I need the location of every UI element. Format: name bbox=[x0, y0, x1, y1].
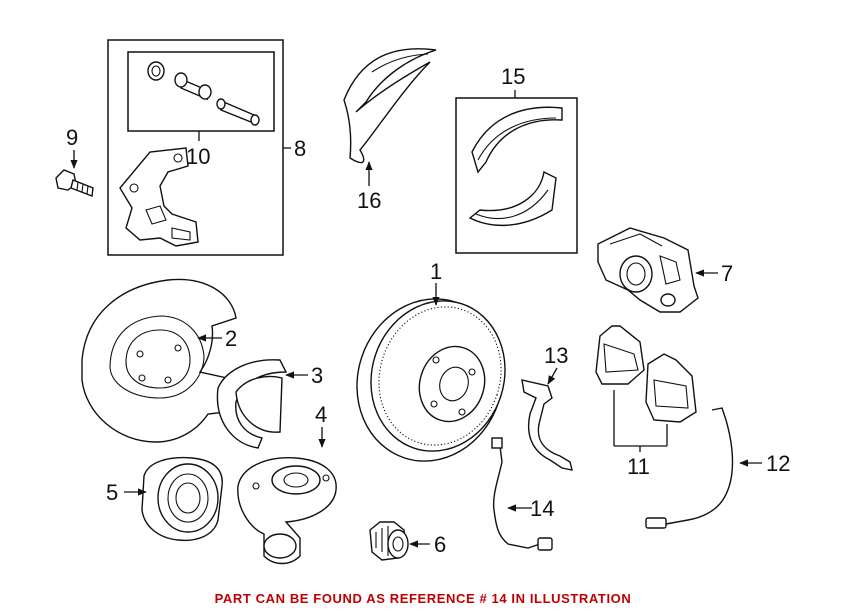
callout-13: 13 bbox=[544, 343, 568, 368]
callout-labels: 1 2 3 4 5 6 7 8 9 10 11 12 13 14 15 16 bbox=[66, 64, 790, 557]
callout-6: 6 bbox=[434, 532, 446, 557]
callout-8: 8 bbox=[294, 136, 306, 161]
callout-5: 5 bbox=[106, 480, 118, 505]
backing-plate bbox=[216, 359, 308, 449]
callout-4: 4 bbox=[315, 402, 327, 427]
brake-caliper bbox=[597, 227, 718, 313]
pad-wear-sensor bbox=[645, 407, 762, 529]
brake-rotor bbox=[356, 283, 506, 462]
callout-12: 12 bbox=[766, 451, 790, 476]
callout-1: 1 bbox=[430, 259, 442, 284]
brake-hose bbox=[521, 367, 573, 471]
caliper-carrier-bracket bbox=[119, 147, 199, 247]
callout-3: 3 bbox=[311, 363, 323, 388]
callout-9: 9 bbox=[66, 125, 78, 150]
callout-16: 16 bbox=[357, 188, 381, 213]
carrier-bolt bbox=[55, 150, 94, 197]
brake-dust-shield bbox=[81, 278, 237, 443]
parking-brake-lining-plate bbox=[343, 48, 437, 186]
guide-pin-bushing-parts bbox=[147, 61, 260, 126]
abs-speed-sensor bbox=[491, 437, 553, 551]
callout-14: 14 bbox=[530, 496, 554, 521]
callout-2: 2 bbox=[225, 326, 237, 351]
callout-10: 10 bbox=[186, 144, 210, 169]
wheel-hub bbox=[237, 427, 337, 565]
brake-pads bbox=[595, 325, 697, 452]
axle-nut bbox=[369, 521, 430, 561]
wheel-bearing bbox=[124, 456, 223, 542]
parking-brake-shoes-group bbox=[455, 90, 578, 254]
group-box-10 bbox=[127, 51, 275, 132]
caliper-carrier-kit-group bbox=[107, 39, 291, 256]
callout-15: 15 bbox=[501, 64, 525, 89]
callout-7: 7 bbox=[721, 261, 733, 286]
group-box-15 bbox=[455, 97, 578, 254]
reference-notice: PART CAN BE FOUND AS REFERENCE # 14 IN I… bbox=[215, 591, 632, 606]
callout-11: 11 bbox=[627, 454, 650, 479]
